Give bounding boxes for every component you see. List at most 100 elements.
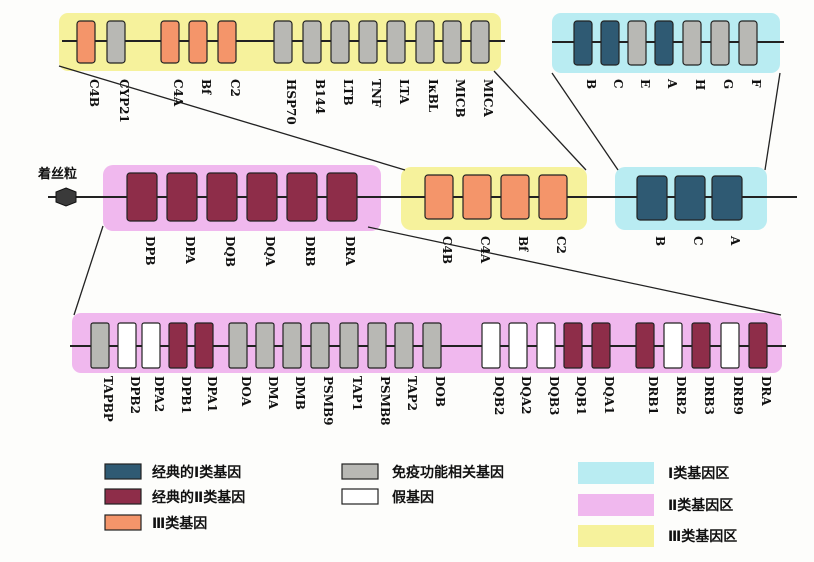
connector-line (551, 72, 619, 171)
gene-box-dqa2 (508, 322, 528, 369)
gene-box-c2 (217, 20, 237, 64)
gene-label-c: C (691, 236, 705, 246)
gene-label-dqa2: DQA2 (519, 376, 533, 415)
gene-label-g: G (721, 79, 735, 89)
gene-box-dob (422, 322, 442, 369)
gene-box-a (654, 20, 674, 66)
gene-label-micb: MICB (453, 79, 467, 118)
gene-label-psmb8: PSMB8 (378, 376, 392, 425)
centromere-label: 着丝粒 (37, 166, 77, 182)
gene-box-cyp21 (106, 20, 126, 64)
gene-box-lta (386, 20, 406, 64)
gene-box-b (636, 175, 668, 221)
gene-box-bf (500, 174, 530, 220)
gene-label-e: E (638, 79, 652, 88)
gene-label-cyp21: CYP21 (117, 79, 131, 123)
gene-label-drb3: DRB3 (702, 376, 716, 415)
gene-label-dpb: DPB (143, 236, 157, 266)
gene-label-dma: DMA (266, 376, 280, 410)
legend-label-class-II: 经典的Ⅱ类基因 (152, 489, 245, 506)
gene-box-bf (188, 20, 208, 64)
gene-label-dqb2: DQB2 (492, 376, 506, 415)
connector-line (764, 72, 781, 171)
gene-label-b: B (653, 236, 667, 246)
gene-box-dpa2 (141, 322, 161, 369)
gene-box-doa (228, 322, 248, 369)
connector-line (493, 70, 587, 171)
gene-box-e (627, 20, 647, 66)
gene-label-lta: LTA (397, 79, 411, 105)
gene-label-dpa1: DPA1 (205, 376, 219, 412)
gene-label-dpb2: DPB2 (128, 376, 142, 414)
gene-label-dra: DRA (343, 236, 357, 266)
gene-box-dqb2 (481, 322, 501, 369)
gene-box-dra (748, 322, 768, 369)
gene-box-dpb (126, 172, 158, 222)
gene-label-dob: DOB (433, 376, 447, 407)
gene-box-tap1 (339, 322, 359, 369)
gene-label-drb: DRB (303, 236, 317, 267)
gene-label-tapbp: TAPBP (101, 376, 115, 422)
gene-label-drb9: DRB9 (731, 376, 745, 415)
gene-label-tap1: TAP1 (350, 376, 364, 411)
gene-label-f: F (749, 79, 763, 88)
gene-label-psmb9: PSMB9 (321, 376, 335, 425)
gene-label-dqb3: DQB3 (547, 376, 561, 415)
gene-label-dqb1: DQB1 (574, 376, 588, 415)
gene-label-hsp70: HSP70 (284, 79, 298, 125)
legend-label-region-III: Ⅲ类基因区 (668, 528, 737, 545)
gene-box-g (710, 20, 730, 66)
gene-label-dpa2: DPA2 (152, 376, 166, 412)
gene-box-tapbp (90, 322, 110, 369)
legend-label-region-II: Ⅱ类基因区 (668, 497, 733, 514)
gene-box-dqb1 (563, 322, 583, 369)
gene-box-dpb2 (117, 322, 137, 369)
gene-box-c2 (538, 174, 568, 220)
legend-label-region-I: Ⅰ类基因区 (668, 465, 729, 482)
gene-box-a (711, 175, 743, 221)
legend: 经典的Ⅰ类基因 经典的Ⅱ类基因 Ⅲ类基因 免疫功能相关基因 假基因 Ⅰ类基因区 … (104, 462, 737, 547)
gene-label-a: A (665, 78, 679, 89)
gene-box-drb9 (720, 322, 740, 369)
gene-label-drb2: DRB2 (674, 376, 688, 415)
gene-label-bf: Bf (199, 79, 213, 95)
gene-box-psmb8 (367, 322, 387, 369)
gene-box-drb1 (635, 322, 655, 369)
gene-box-dqb3 (536, 322, 556, 369)
gene-label-dqa: DQA (263, 236, 277, 267)
gene-label-bf: Bf (516, 236, 530, 252)
gene-box-dpb1 (168, 322, 188, 369)
gene-label-c2: C2 (554, 236, 568, 254)
legend-swatch-class-III (104, 514, 142, 531)
gene-label-c4b: C4B (440, 236, 454, 264)
gene-box-psmb9 (310, 322, 330, 369)
legend-swatch-region-I (578, 462, 654, 484)
gene-label-b: B (584, 79, 598, 89)
gene-box-c4b (424, 174, 454, 220)
gene-box-c4b (76, 20, 96, 64)
gene-box-dpa (166, 172, 198, 222)
gene-box-ltb (330, 20, 350, 64)
gene-box-drb (286, 172, 318, 222)
connector-line (58, 65, 406, 171)
gene-label-dpb1: DPB1 (179, 376, 193, 414)
gene-box-dra (326, 172, 358, 222)
gene-label-dmb: DMB (293, 376, 307, 410)
legend-label-class-I: 经典的Ⅰ类基因 (152, 464, 241, 481)
gene-label-tnf: TNF (369, 79, 383, 108)
gene-label-ltb: LTB (341, 79, 355, 106)
gene-box-tap2 (394, 322, 414, 369)
gene-label-dqa1: DQA1 (602, 376, 616, 415)
gene-label-mica: MICA (481, 79, 495, 117)
gene-box-mica (470, 20, 490, 64)
legend-swatch-pseudo (341, 488, 379, 505)
legend-swatch-region-II (578, 494, 654, 516)
gene-label-dpa: DPA (183, 236, 197, 265)
gene-label-dra: DRA (759, 376, 773, 406)
gene-box-hsp70 (273, 20, 293, 64)
gene-box-drb3 (691, 322, 711, 369)
